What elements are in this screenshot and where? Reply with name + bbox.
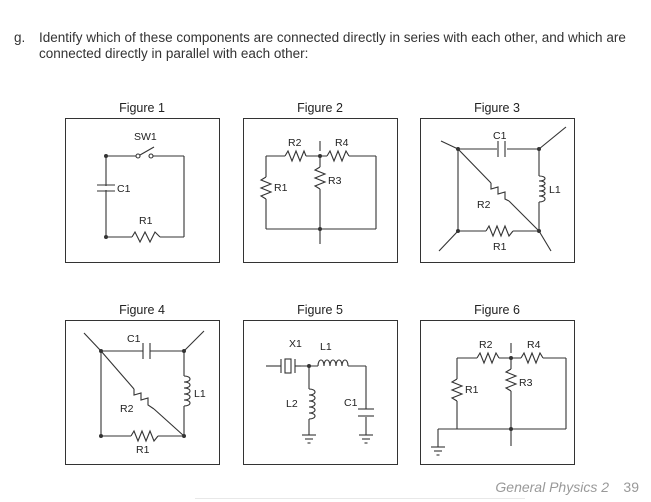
figure-1: SW1 C1 R1 <box>65 118 220 263</box>
label-r2: R2 <box>477 199 491 211</box>
inductor-l2-symbol <box>308 388 316 420</box>
resistor-r1-symbol <box>259 176 273 200</box>
junction-dot <box>456 147 460 151</box>
junction-dot <box>104 154 108 158</box>
figure-1-wires <box>105 155 185 238</box>
label-r1: R1 <box>136 444 150 456</box>
label-r4: R4 <box>527 339 541 351</box>
resistor-r3-symbol <box>504 368 518 392</box>
resistor-r2-symbol <box>133 389 155 410</box>
label-r3: R3 <box>519 377 533 389</box>
label-r1: R1 <box>465 384 479 396</box>
junction-dot <box>307 364 311 368</box>
junction-dot <box>456 229 460 233</box>
question-text: Identify which of these components are c… <box>39 30 626 61</box>
page-number: 39 <box>623 479 639 495</box>
label-r2: R2 <box>288 137 302 149</box>
footer-book-title: General Physics 2 <box>495 479 609 495</box>
label-r2: R2 <box>120 403 134 415</box>
junction-dot <box>318 154 322 158</box>
switch-sw1-symbol <box>135 146 155 159</box>
label-c1: C1 <box>344 397 358 409</box>
figure-3-title: Figure 3 <box>474 101 520 115</box>
capacitor-c1-symbol <box>497 141 506 157</box>
resistor-r4-symbol <box>520 351 544 365</box>
figure-6-title: Figure 6 <box>474 303 520 317</box>
junction-dot <box>99 434 103 438</box>
figure-6-wires <box>437 343 567 447</box>
inductor-l1-symbol <box>538 175 546 203</box>
junction-dot <box>509 356 513 360</box>
figure-2-wires <box>265 141 377 244</box>
capacitor-c1-symbol <box>97 184 115 192</box>
figure-5: X1 L1 L2 C1 <box>243 320 398 465</box>
capacitor-c1-symbol <box>142 343 151 359</box>
label-c1: C1 <box>127 333 141 345</box>
capacitor-c1-symbol <box>358 408 374 417</box>
label-l1: L1 <box>320 341 332 353</box>
label-x1: X1 <box>289 338 302 350</box>
label-c1: C1 <box>493 130 507 142</box>
ground-symbol <box>359 434 373 444</box>
resistor-r3-symbol <box>313 166 327 190</box>
footer-divider <box>195 498 525 499</box>
crystal-x1-symbol <box>280 358 301 374</box>
label-l1: L1 <box>194 388 206 400</box>
figure-4-wires <box>83 330 205 437</box>
junction-dot <box>182 434 186 438</box>
ground-symbol <box>431 446 445 456</box>
label-c1: C1 <box>117 183 131 195</box>
junction-dot <box>509 427 513 431</box>
label-r1: R1 <box>493 241 507 253</box>
label-r1: R1 <box>274 182 288 194</box>
junction-dot <box>99 349 103 353</box>
label-r2: R2 <box>479 339 493 351</box>
figure-3: C1 L1 R2 R1 <box>420 118 575 263</box>
junction-dot <box>104 235 108 239</box>
label-r4: R4 <box>335 137 349 149</box>
junction-dot <box>537 229 541 233</box>
question-number: g. <box>14 30 26 45</box>
figure-4: C1 L1 R2 R1 <box>65 320 220 465</box>
figure-6: R2 R4 R1 R3 <box>420 320 575 465</box>
figure-1-title: Figure 1 <box>119 101 165 115</box>
resistor-r1-symbol <box>131 230 161 244</box>
figure-5-title: Figure 5 <box>297 303 343 317</box>
label-l2: L2 <box>286 398 298 410</box>
figure-3-wires <box>438 126 567 252</box>
label-sw1: SW1 <box>134 131 157 143</box>
figure-2: R2 R4 R1 R3 <box>243 118 398 263</box>
inductor-l1-symbol <box>183 375 191 407</box>
figure-2-title: Figure 2 <box>297 101 343 115</box>
inductor-l1-symbol <box>317 359 349 367</box>
label-l1: L1 <box>549 184 561 196</box>
label-r1: R1 <box>139 215 153 227</box>
junction-dot <box>182 349 186 353</box>
figure-4-title: Figure 4 <box>119 303 165 317</box>
resistor-r1-symbol <box>130 429 159 443</box>
resistor-r1-symbol <box>450 378 464 402</box>
label-r3: R3 <box>328 175 342 187</box>
resistor-r2-symbol <box>476 351 500 365</box>
question: g. Identify which of these components ar… <box>14 30 639 62</box>
resistor-r1-symbol <box>485 224 514 238</box>
resistor-r4-symbol <box>326 149 350 163</box>
resistor-r2-symbol <box>490 183 510 202</box>
ground-symbol <box>302 434 316 444</box>
junction-dot <box>318 227 322 231</box>
junction-dot <box>537 147 541 151</box>
resistor-r2-symbol <box>284 149 307 163</box>
